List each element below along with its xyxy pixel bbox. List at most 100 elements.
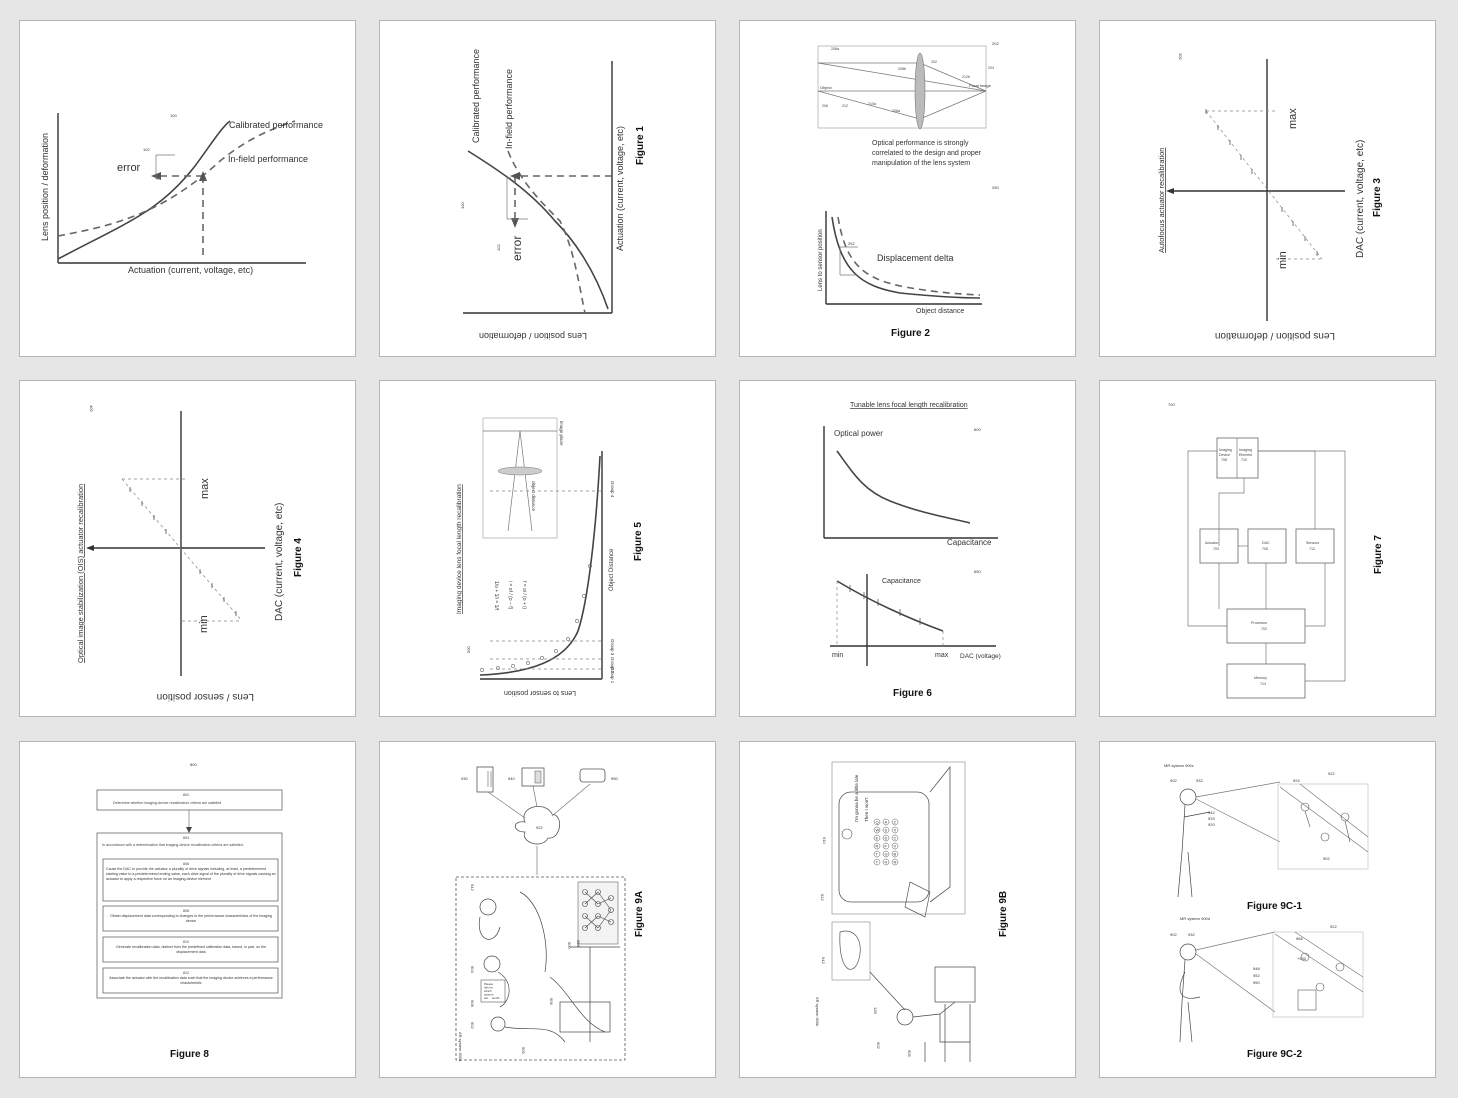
figure-caption-2: Figure 9C-2 [1247, 1049, 1302, 1060]
ref: 128 [873, 1007, 878, 1014]
y-axis-label: Optical power [834, 429, 883, 438]
ref: 902 [876, 1042, 881, 1049]
sensors-label: 712 [1309, 547, 1315, 551]
speech-bubble [480, 979, 506, 1003]
computer-screen [534, 770, 542, 784]
figure-ref: 400 [89, 405, 94, 412]
figure-caption: Figure 6 [893, 688, 932, 699]
position-axis-label: Lens to sensor position [504, 689, 576, 696]
system-label: XR system 900b [815, 997, 820, 1027]
part-label: 208a [831, 47, 839, 51]
step-804-text: In accordance with a determination that … [102, 843, 244, 847]
wall [1279, 783, 1369, 853]
figure-1a-graph: error 102 100 Calibrated performance In-… [40, 113, 323, 275]
neural-network-panel [577, 881, 619, 945]
ref: 902 [470, 1022, 475, 1029]
standing-user-1 [1177, 788, 1211, 898]
infield-curve [57, 120, 296, 237]
object-label: Object [820, 85, 832, 90]
figure-caption: Figure 2 [891, 328, 930, 339]
speech-line: which [484, 989, 492, 993]
figure-3-tile: max min 300 Autofocus actuator recalibra… [1099, 20, 1436, 357]
ref: 922 [1330, 924, 1337, 929]
min-label: min [832, 652, 843, 659]
ref: 952 [1253, 973, 1260, 978]
speech-line: actions [484, 993, 494, 997]
figure-ref: 100 [460, 202, 465, 209]
figure-1b-tile: error 102 100 Calibrated performance In-… [379, 20, 716, 357]
delta-bracket [839, 246, 858, 276]
figure-8-flowchart: 800 802 Determine whether imaging-device… [96, 762, 283, 1060]
note-line-3: manipulation of the lens system [872, 160, 970, 167]
calibrated-curve [57, 120, 231, 260]
part-label: 206 [822, 104, 828, 108]
step-806-number: 806 [183, 862, 189, 866]
figure-ref: 500 [466, 646, 471, 653]
speech-line: Please [484, 982, 494, 986]
ref: 942 [470, 884, 475, 891]
system-label: MR system 900d [1180, 916, 1210, 921]
step-806-text: Cause the DAC to provide the actuator a … [106, 867, 276, 881]
imaging-device-box [1216, 437, 1259, 479]
key: F [885, 844, 888, 849]
key: Z [894, 820, 897, 825]
view-ray [1195, 953, 1276, 1013]
ref: 906 [549, 998, 554, 1005]
climbers-1 [1300, 802, 1351, 843]
figure-ref: 800 [190, 762, 197, 767]
key: D [885, 836, 888, 841]
key: B [894, 852, 897, 857]
key: C [894, 836, 897, 841]
step-808-text: Obtain displacement data corresponding t… [110, 914, 272, 923]
min-label: min [198, 615, 210, 633]
step-810-box [102, 936, 279, 963]
ray [817, 90, 921, 120]
error-bracket [506, 177, 528, 220]
part-label: 204 [988, 66, 994, 70]
element-label: Imaging [1239, 448, 1252, 452]
step-806-box [102, 858, 279, 902]
processor-label: Processor [1251, 621, 1268, 625]
figure-caption: Figure 5 [633, 522, 644, 561]
min-label: min [1277, 251, 1289, 269]
arrow-head [186, 827, 192, 833]
figure-3-graph: max min 300 Autofocus actuator recalibra… [1157, 53, 1383, 341]
inset-frame [482, 417, 558, 539]
focal-label: Focal image [969, 83, 992, 88]
figure-ref: 100 [170, 113, 177, 118]
processor-box [1226, 608, 1306, 644]
step-810-text-wrap: Generate recalibration data, distinct fr… [115, 945, 267, 954]
step-810-text: Generate recalibration data, distinct fr… [115, 945, 267, 954]
element-label: Element [1239, 453, 1252, 457]
figure-4-tile: max min 400 Optical image stabilization … [19, 380, 356, 717]
ray [817, 62, 987, 92]
ray [519, 430, 533, 532]
side-title: Autofocus actuator recalibration [1157, 148, 1166, 253]
figure-caption: Figure 9B [998, 891, 1009, 937]
ref: 950 [1253, 980, 1260, 985]
note-line-1: Optical performance is strongly [872, 140, 969, 147]
lens-axis-label: Lens / sensor position [157, 691, 254, 702]
ray [919, 90, 987, 120]
step-802-number: 802 [183, 793, 189, 797]
part-label: 202 [931, 60, 937, 64]
wall [1274, 931, 1364, 993]
step-808-text-wrap: Obtain displacement data corresponding t… [110, 914, 272, 923]
step-810-number: 810 [183, 940, 189, 944]
view-ray [1195, 931, 1276, 951]
standing-user-2 [1179, 943, 1201, 1043]
inset-distance-label: object distance [531, 481, 536, 512]
max-label: max [935, 652, 949, 659]
figure-9b-tile: I'm gonna be a little late Then I won't … [739, 741, 1076, 1078]
figure-7-tile: 700 Imaging Device 708 Imaging Element 7… [1099, 380, 1436, 717]
ar-scene-frame [455, 876, 626, 1061]
part-label: 210a [868, 102, 876, 106]
lens-axis-label: Lens position / deformation [479, 331, 587, 341]
y-axis-label: Lens position / deformation [40, 133, 50, 241]
error-label: error [117, 162, 141, 174]
side-title: Optical image stabilization (OIS) actuat… [76, 484, 85, 663]
ref: 920 [1208, 822, 1215, 827]
capacitance-curve [836, 580, 944, 632]
calibrated-curve [831, 216, 981, 299]
speech-line: are [484, 996, 489, 1000]
